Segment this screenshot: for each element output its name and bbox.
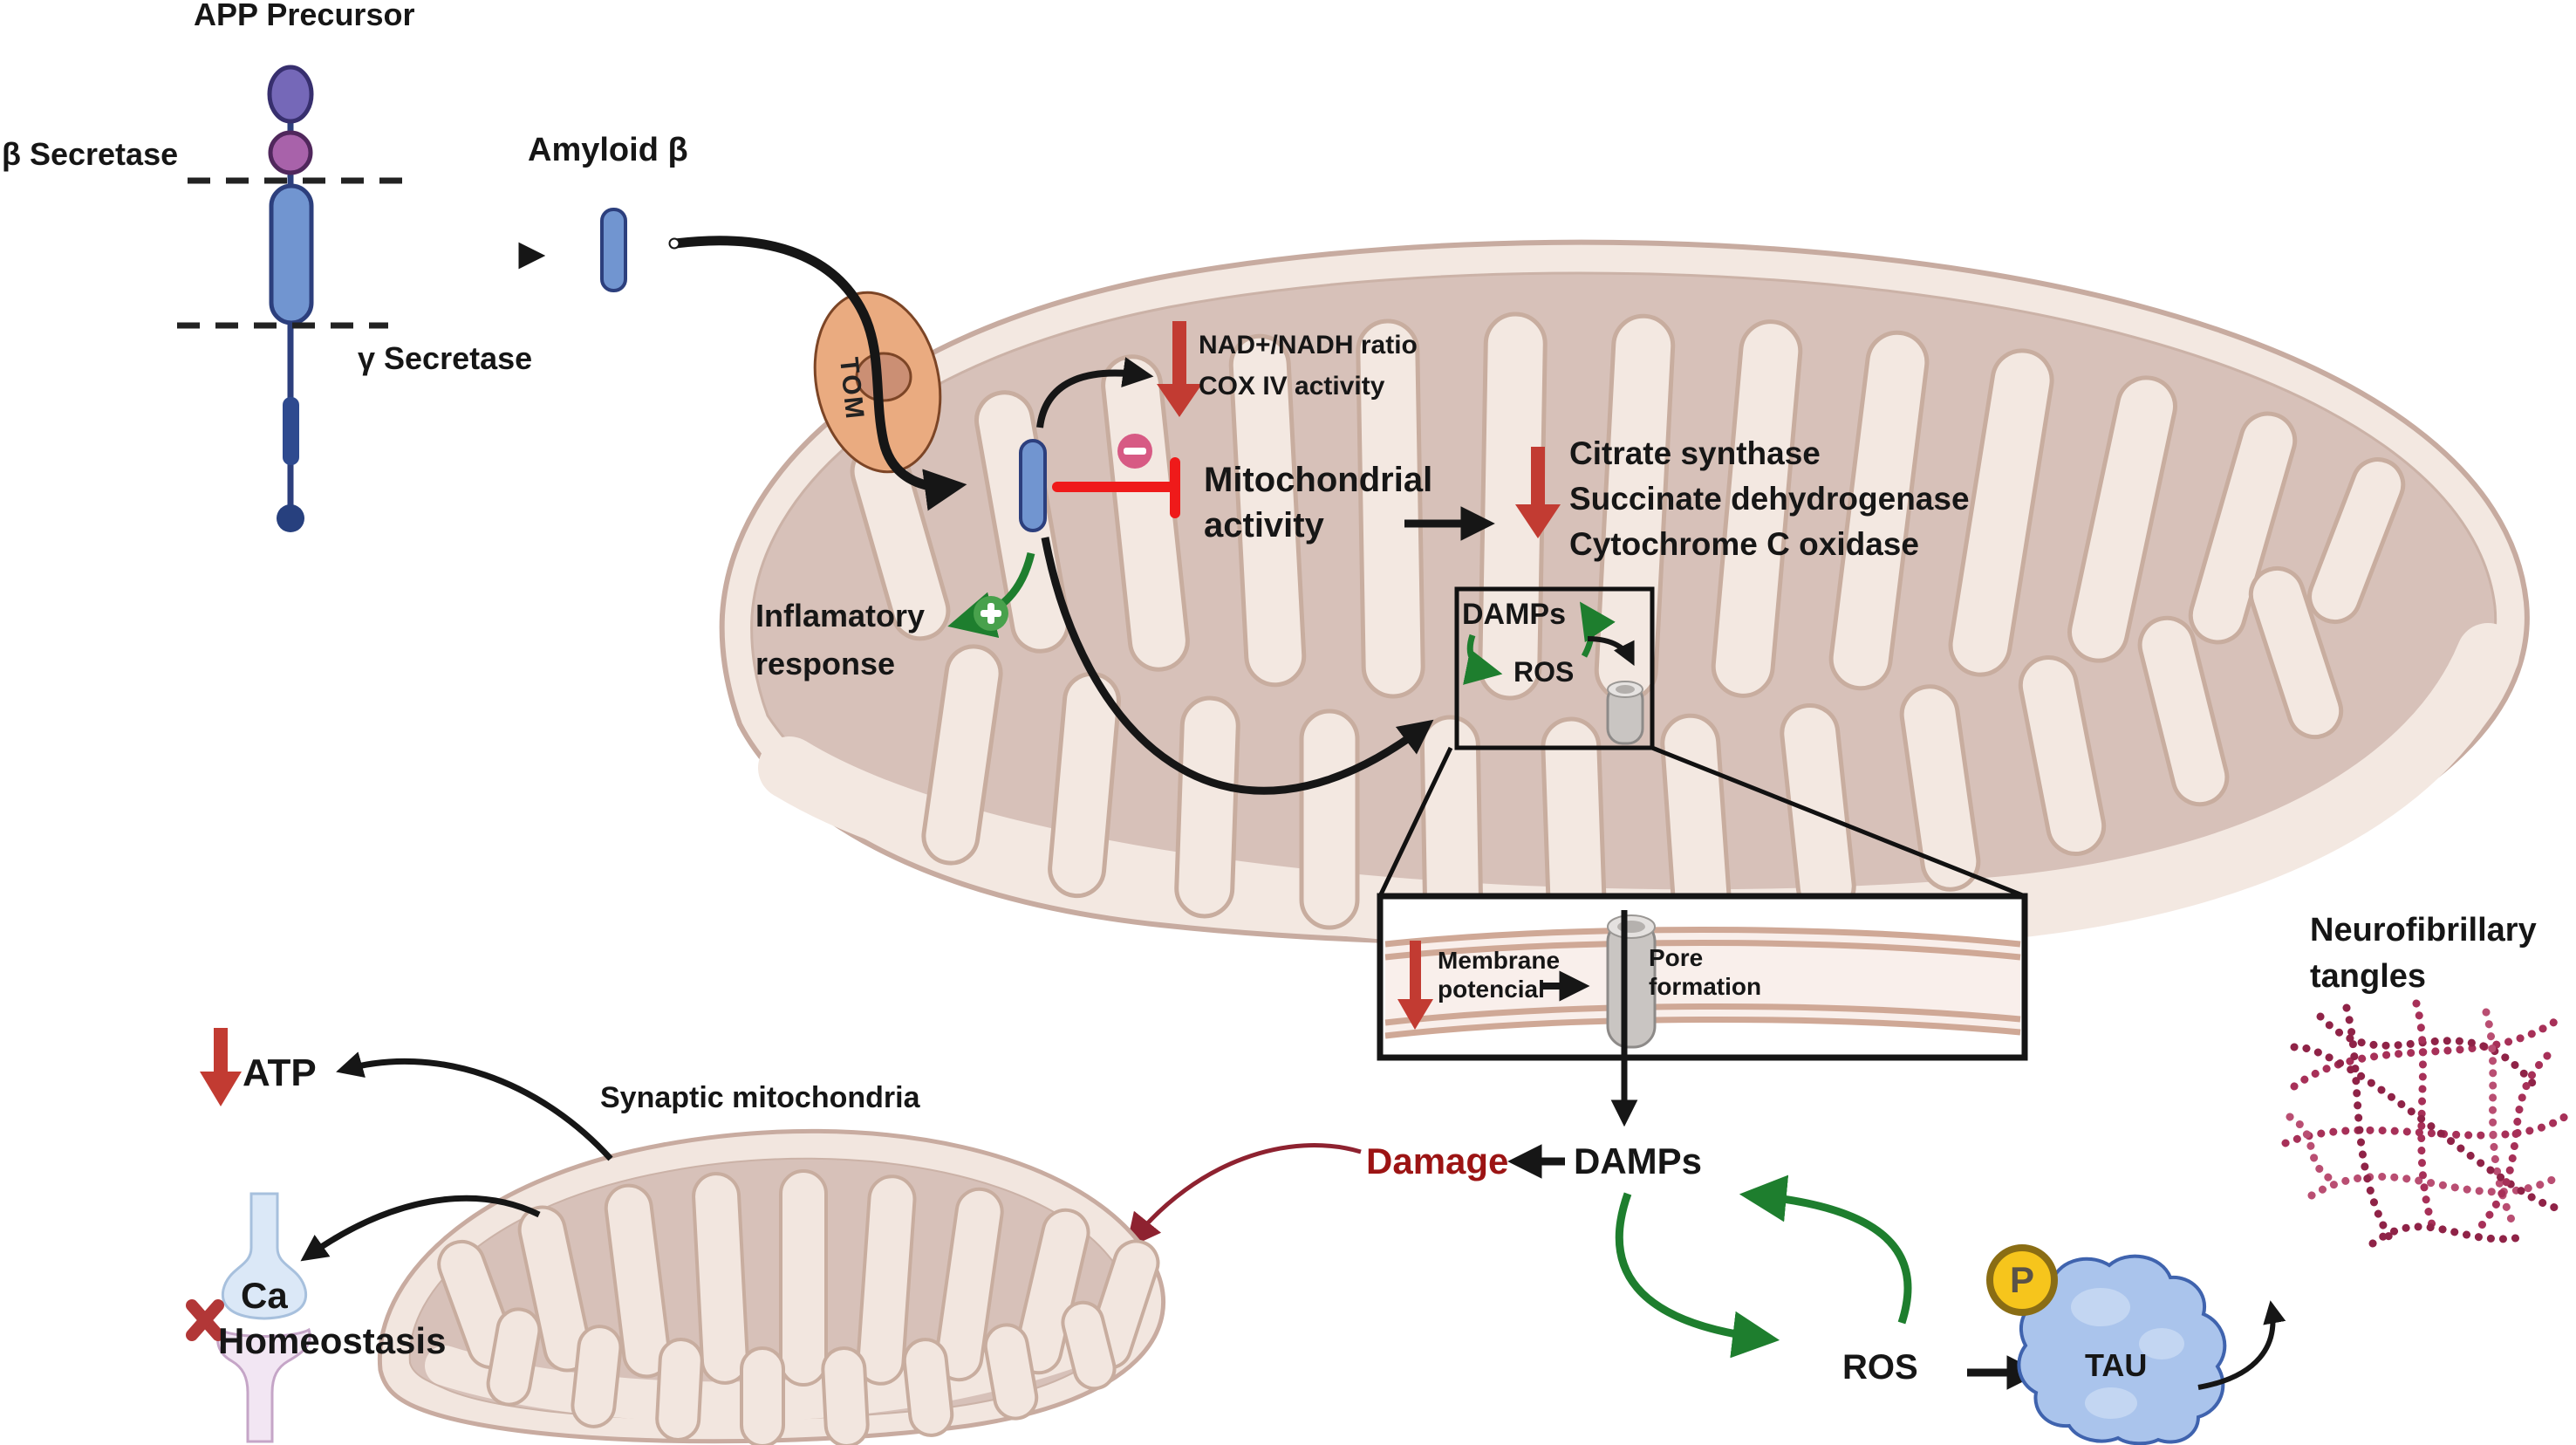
membrane-inset-box bbox=[1377, 893, 2028, 1061]
arrow-amyloid-to-damps-box bbox=[1041, 537, 1434, 795]
ca-label: Ca bbox=[241, 1275, 288, 1316]
membrane-potential-label: Membrane potencial bbox=[1438, 947, 1561, 1003]
atp-label: ATP bbox=[243, 1051, 317, 1094]
inflammatory-response-label: Inflamatory response bbox=[755, 598, 926, 681]
arrow-tau-to-tangles bbox=[2197, 1300, 2286, 1390]
app-precursor-title: APP Precursor bbox=[194, 0, 415, 32]
arrow-amyloid-to-nad bbox=[1036, 357, 1154, 428]
nad-cox-label: NAD+/NADH ratio COX IV activity bbox=[1199, 331, 1418, 401]
arrow-to-inflammatory bbox=[947, 551, 1035, 639]
tau-protein-icon bbox=[1986, 1244, 2227, 1445]
arrow-damps-to-ros-small bbox=[1463, 633, 1503, 685]
arrow-ros-to-damps bbox=[1739, 1174, 1912, 1325]
damps-box-label: DAMPs bbox=[1462, 598, 1567, 631]
amyloid-beta-label: Amyloid β bbox=[528, 132, 688, 168]
arrow-mito-to-atp bbox=[336, 1051, 613, 1161]
arrow-mito-to-synapse bbox=[300, 1195, 541, 1262]
gamma-secretase-label: γ Secretase bbox=[358, 340, 533, 376]
down-arrow-atp-icon bbox=[200, 1028, 242, 1106]
app-domain-circle bbox=[268, 130, 313, 175]
app-tail-end bbox=[277, 504, 304, 532]
synapse-icon bbox=[186, 1192, 311, 1443]
arrow-damps-to-ros bbox=[1615, 1192, 1780, 1359]
down-arrow-membrane-icon bbox=[1397, 941, 1433, 1030]
synaptic-mitochondria-title: Synaptic mitochondria bbox=[600, 1081, 920, 1114]
damps-zoom-box bbox=[1377, 586, 2026, 899]
beta-secretase-label: β Secretase bbox=[2, 136, 179, 172]
phospho-circle-icon bbox=[1986, 1244, 2058, 1316]
down-arrow-nad-icon bbox=[1157, 321, 1202, 417]
app-tail-segment bbox=[283, 397, 299, 465]
damps-label: DAMPs bbox=[1574, 1140, 1703, 1181]
arrow-to-pore-small bbox=[1587, 636, 1635, 667]
amyloid-beta-icon bbox=[600, 208, 627, 292]
app-precursor-icon bbox=[177, 65, 410, 532]
neurofibrillary-tangles-icon bbox=[2281, 999, 2569, 1248]
mitochondrial-activity-label: Mitochondrial activity bbox=[1204, 461, 1433, 544]
app-transmembrane-domain bbox=[269, 183, 314, 325]
down-arrow-enzymes-icon bbox=[1515, 447, 1561, 538]
presynaptic-terminal bbox=[221, 1192, 308, 1320]
inhibition-bar-icon bbox=[1052, 457, 1180, 518]
damage-label: Damage bbox=[1366, 1140, 1509, 1181]
tau-label: TAU bbox=[2085, 1347, 2148, 1383]
cristae-bottom bbox=[921, 565, 2344, 934]
plus-badge-icon bbox=[974, 596, 1008, 631]
pore-formation-label: Pore formation bbox=[1649, 944, 1762, 1000]
neurofibrillary-tangles-label: Neurofibrillary tangles bbox=[2310, 912, 2537, 995]
homeostasis-label: Homeostasis bbox=[218, 1320, 447, 1361]
minus-badge-icon bbox=[1117, 434, 1152, 469]
mitochondrion-synaptic-illustration bbox=[377, 1128, 1166, 1445]
mitochondrion-large-illustration bbox=[719, 239, 2530, 953]
tom-label: TOM bbox=[834, 356, 870, 422]
ros-label: ROS bbox=[1842, 1348, 1918, 1387]
phospho-label: P bbox=[2009, 1259, 2034, 1300]
app-domain-oval bbox=[267, 65, 314, 124]
blocked-x-icon bbox=[186, 1299, 224, 1341]
amyloid-import-path bbox=[668, 236, 967, 511]
ros-box-label: ROS bbox=[1513, 656, 1575, 688]
postsynaptic-terminal bbox=[216, 1327, 311, 1443]
amyloid-beta-in-mitochondria-icon bbox=[1019, 439, 1047, 532]
enzymes-label: Citrate synthase Succinate dehydrogenase… bbox=[1569, 435, 1970, 562]
pore-cylinder-small-icon bbox=[1606, 681, 1644, 745]
arrow-damage-to-synaptic-mito bbox=[1125, 1143, 1362, 1250]
arrow-ros-to-damps-small bbox=[1580, 601, 1616, 658]
pore-cylinder-large-icon bbox=[1606, 914, 1657, 1049]
